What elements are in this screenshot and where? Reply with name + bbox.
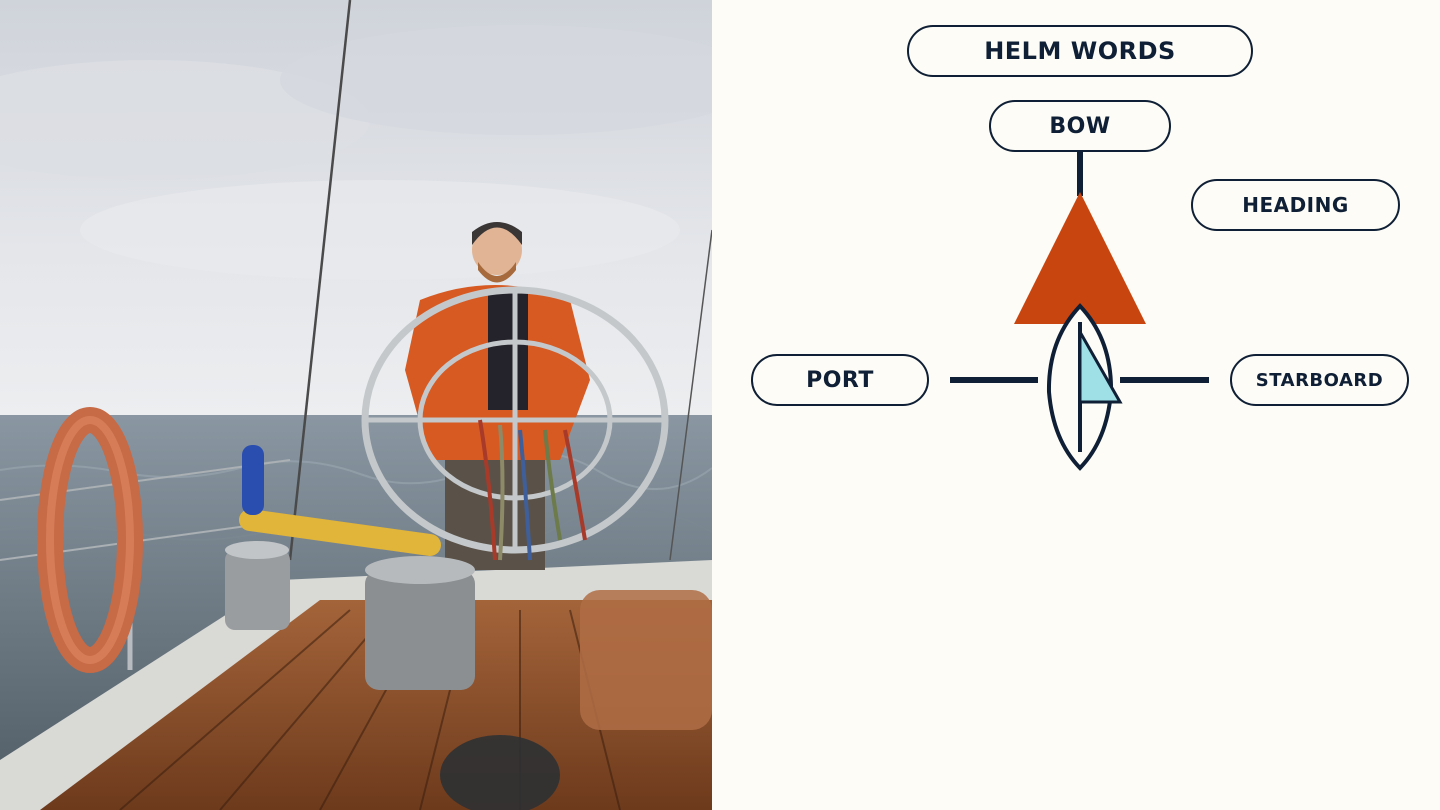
heading-label: HEADING bbox=[1191, 179, 1400, 231]
diagram-title: HELM WORDS bbox=[907, 25, 1253, 77]
winch bbox=[225, 445, 475, 690]
sailboat-icon bbox=[1046, 303, 1123, 471]
triangle-arrow-icon bbox=[1014, 192, 1146, 324]
sailor-figure bbox=[405, 222, 590, 570]
mast-stay bbox=[288, 0, 352, 561]
sailor-photo bbox=[0, 0, 712, 810]
port-label: PORT bbox=[751, 354, 929, 406]
steering-wheel bbox=[361, 286, 669, 554]
diagram-graphics bbox=[950, 152, 1209, 471]
bow-label: BOW bbox=[989, 100, 1171, 152]
starboard-label: STARBOARD bbox=[1230, 354, 1409, 406]
sailor-photo-illustration bbox=[0, 0, 712, 810]
helm-words-diagram: HELM WORDS BOW HEADING PORT STARBOARD bbox=[712, 0, 1440, 810]
